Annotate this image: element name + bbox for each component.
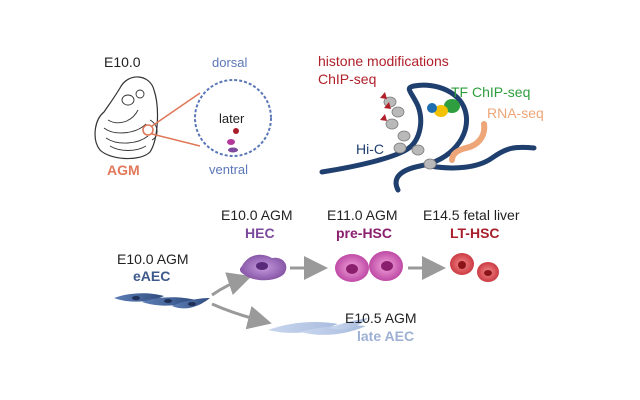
ventral-cell-dot: [228, 147, 238, 153]
tf-blue-blob: [427, 103, 437, 113]
chromatin-fiber: [319, 82, 537, 193]
aorta-ring: [194, 79, 272, 157]
histone-label: histone modifications: [318, 53, 449, 69]
dorsal-label: dorsal: [212, 55, 248, 70]
prehsc-cells: [335, 251, 403, 282]
tf-yellow-blob: [434, 105, 448, 117]
embryo-stage-label: E10.0: [104, 54, 141, 70]
prehsc-name-label: pre-HSC: [336, 225, 392, 241]
agm-label: AGM: [107, 162, 140, 178]
nucleosomes: [383, 96, 437, 170]
arrow-eaec-to-lateaec: [211, 302, 272, 330]
later-label: later: [219, 111, 245, 126]
embryo-drawing: [94, 76, 159, 160]
hec-cluster-dot: [227, 139, 235, 145]
zoom-line-top: [151, 92, 201, 127]
hec-name-label: HEC: [245, 225, 275, 241]
histone-marks: [380, 92, 391, 121]
arrow-eaec-to-hec: [211, 272, 252, 297]
lineage-panel: E10.0 AGM eAEC E10.0 AGM HEC E11.0 AGM p…: [114, 207, 520, 344]
embryo-panel: E10.0 AGM: [94, 54, 201, 178]
eaec-cells: [114, 293, 210, 309]
lateaec-name-label: late AEC: [357, 328, 414, 344]
lateaec-cells: [268, 318, 368, 335]
eaec-stage-label: E10.0 AGM: [117, 251, 189, 267]
rna-seq-label: RNA-seq: [487, 105, 544, 121]
hec-cells: [239, 254, 287, 281]
tf-green-blob: [444, 99, 460, 113]
chipseq-label: ChIP-seq: [318, 71, 376, 87]
prehsc-stage-label: E11.0 AGM: [327, 207, 398, 223]
eaec-name-label: eAEC: [133, 268, 170, 284]
chromatin-panel: histone modifications ChIP-seq TF ChIP-s…: [318, 53, 544, 193]
rna-transcript: [449, 121, 488, 163]
later-cell-dot: [233, 128, 239, 134]
hec-stage-label: E10.0 AGM: [221, 207, 293, 223]
hic-label: Hi-C: [356, 141, 384, 157]
zoom-line-bottom: [151, 133, 201, 147]
tf-chipseq-label: TF ChIP-seq: [451, 84, 530, 100]
lthsc-stage-label: E14.5 fetal liver: [423, 207, 520, 223]
lthsc-name-label: LT-HSC: [450, 225, 500, 241]
aorta-section: dorsal later ventral: [194, 55, 272, 177]
ventral-label: ventral: [209, 162, 248, 177]
lthsc-cells: [450, 253, 499, 282]
lateaec-stage-label: E10.5 AGM: [345, 310, 417, 326]
